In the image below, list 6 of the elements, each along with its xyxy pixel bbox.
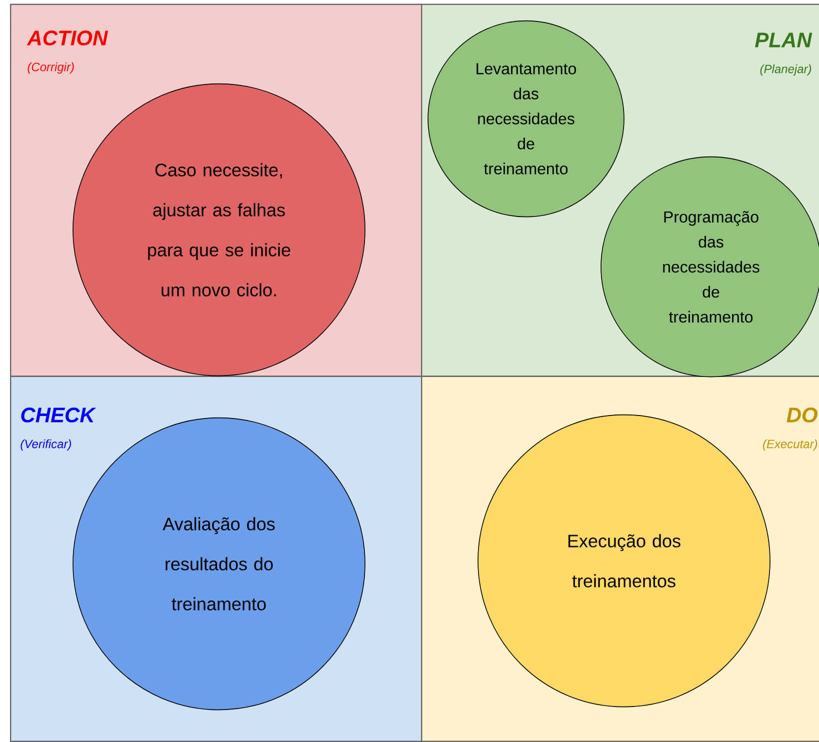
quadrant-subtitle: (Corrigir) (28, 62, 74, 74)
quadrant-subtitle: (Verificar) (20, 439, 72, 451)
quadrant-subtitle: (Planejar) (760, 64, 812, 76)
quadrant-heading: ACTION (26, 30, 108, 46)
quadrant-heading: DO (786, 408, 818, 422)
quadrant-heading: PLAN (755, 32, 812, 48)
